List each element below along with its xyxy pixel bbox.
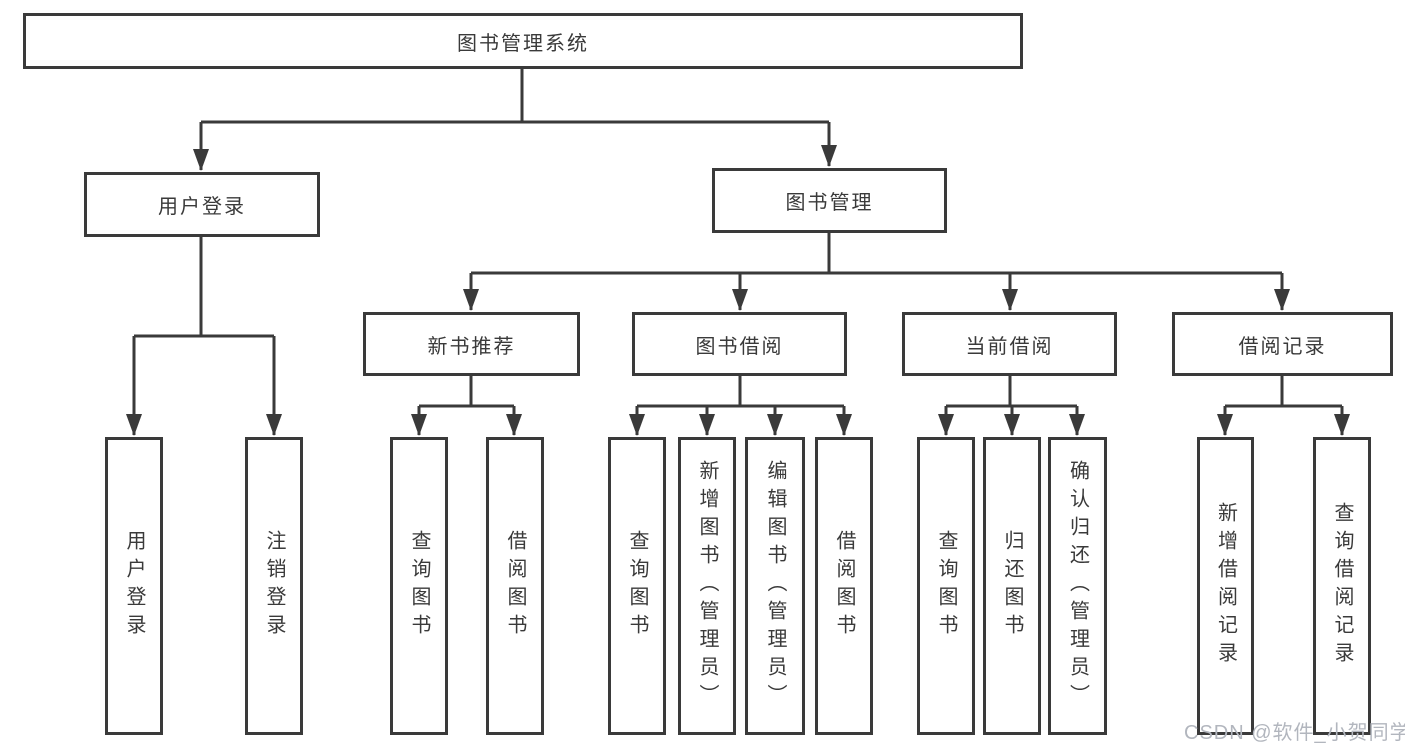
leaf-add-borrow-record: 新增借阅记录 xyxy=(1197,437,1254,735)
node-book-management: 图书管理 xyxy=(712,168,947,233)
leaf-query-borrow-record: 查询借阅记录 xyxy=(1313,437,1371,735)
node-borrowing-records: 借阅记录 xyxy=(1172,312,1393,376)
leaf-add-books-admin: 新增图书（管理员） xyxy=(678,437,736,735)
leaf-borrow-books-borrowing: 借阅图书 xyxy=(815,437,873,735)
leaf-query-books-current: 查询图书 xyxy=(917,437,975,735)
leaf-logout: 注销登录 xyxy=(245,437,303,735)
csdn-watermark: CSDN @软件_小贺同学 xyxy=(1184,722,1405,744)
leaf-borrow-books-recommend: 借阅图书 xyxy=(486,437,544,735)
node-library-system-root: 图书管理系统 xyxy=(23,13,1023,69)
leaf-edit-books-admin: 编辑图书（管理员） xyxy=(745,437,805,735)
leaf-query-books-recommend: 查询图书 xyxy=(390,437,448,735)
leaf-user-login: 用户登录 xyxy=(105,437,163,735)
node-book-borrowing: 图书借阅 xyxy=(632,312,847,376)
leaf-confirm-return-admin: 确认归还（管理员） xyxy=(1048,437,1107,735)
node-user-login: 用户登录 xyxy=(84,172,320,237)
node-current-borrowing: 当前借阅 xyxy=(902,312,1117,376)
node-new-book-recommendation: 新书推荐 xyxy=(363,312,580,376)
leaf-return-books: 归还图书 xyxy=(983,437,1041,735)
leaf-query-books-borrowing: 查询图书 xyxy=(608,437,666,735)
